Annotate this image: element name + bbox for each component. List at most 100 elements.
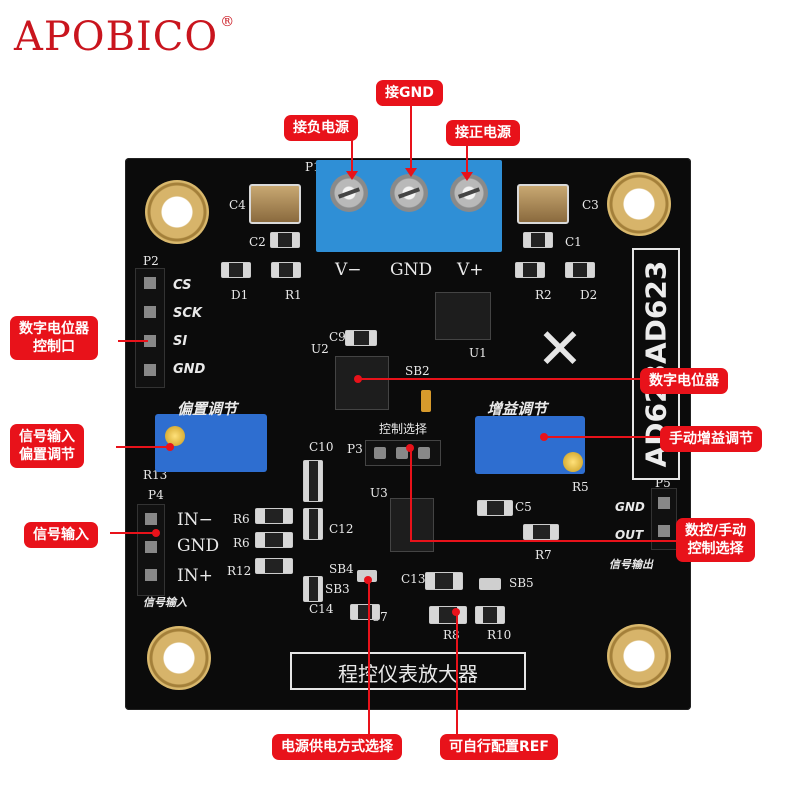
label-c12: C12 bbox=[329, 522, 354, 536]
header-p5 bbox=[651, 488, 677, 550]
smd-c13 bbox=[425, 572, 463, 590]
label-sb2: SB2 bbox=[405, 364, 430, 378]
chip-u3-ad623 bbox=[390, 498, 434, 552]
jumper-p3[interactable] bbox=[365, 440, 441, 466]
callout-manual-gain: 手动增益调节 bbox=[660, 426, 762, 452]
marker-dot-icon bbox=[364, 576, 372, 584]
header-pin bbox=[139, 272, 161, 294]
label-r10: R10 bbox=[487, 628, 512, 642]
label-sb3: SB3 bbox=[325, 582, 350, 596]
smd-c1 bbox=[523, 232, 553, 248]
marker-dot-icon bbox=[406, 444, 414, 452]
leader-line bbox=[546, 436, 660, 438]
board-title: 程控仪表放大器 bbox=[338, 662, 478, 686]
p2-pin-si: SI bbox=[173, 334, 188, 349]
terminal-screw bbox=[330, 174, 368, 212]
led-d1 bbox=[221, 262, 251, 278]
pot-knob-icon bbox=[563, 452, 583, 472]
pcb-board: P1 C4 C3 C2 C1 D1 R1 R2 D2 P2 C9 U2 SB2 … bbox=[125, 158, 691, 710]
label-r6b: R6 bbox=[233, 536, 250, 550]
label-gain-adjust: 增益调节 bbox=[487, 400, 548, 418]
side-chip-label: AD623AD623 bbox=[632, 248, 680, 480]
p5-pin-out: OUT bbox=[615, 528, 644, 542]
label-u1: U1 bbox=[469, 346, 487, 360]
smd-r10 bbox=[475, 606, 505, 624]
brand-logo: APOBICO® bbox=[14, 14, 235, 60]
smd-r12 bbox=[255, 558, 293, 574]
smd-r6a bbox=[255, 508, 293, 524]
header-pin bbox=[418, 447, 430, 459]
leader-line bbox=[466, 144, 468, 174]
label-sb4: SB4 bbox=[329, 562, 354, 576]
label-u3: U3 bbox=[370, 486, 388, 500]
header-pin bbox=[140, 564, 162, 586]
label-r2: R2 bbox=[535, 288, 552, 302]
smd-r8 bbox=[429, 606, 467, 624]
solder-bridge-sb2 bbox=[421, 390, 431, 412]
label-control-select: 控制选择 bbox=[379, 422, 428, 436]
label-p4: P4 bbox=[148, 488, 164, 502]
marker-dot-icon bbox=[452, 608, 460, 616]
label-d2: D2 bbox=[580, 288, 598, 302]
callout-bias: 信号输入 偏置调节 bbox=[10, 424, 84, 468]
label-p3: P3 bbox=[347, 442, 363, 456]
arrow-down-icon bbox=[461, 172, 473, 181]
leader-line bbox=[368, 580, 370, 734]
terminal-screw bbox=[390, 174, 428, 212]
brand-name: APOBICO bbox=[14, 14, 219, 60]
callout-line-1: 信号输入 bbox=[19, 429, 75, 445]
p2-pin-cs: CS bbox=[173, 278, 192, 293]
leader-line bbox=[116, 446, 168, 448]
terminal-label-gnd: GND bbox=[390, 260, 433, 280]
smd-r1 bbox=[271, 262, 301, 278]
header-p2 bbox=[135, 268, 165, 388]
smd-c5 bbox=[477, 500, 513, 516]
marker-dot-icon bbox=[354, 375, 362, 383]
header-pin bbox=[140, 536, 162, 558]
capacitor-c3 bbox=[517, 184, 569, 224]
leader-line bbox=[410, 104, 412, 170]
marker-dot-icon bbox=[152, 529, 160, 537]
leader-line bbox=[110, 532, 156, 534]
led-d2 bbox=[565, 262, 595, 278]
label-r12: R12 bbox=[227, 564, 252, 578]
smd-c10 bbox=[303, 460, 323, 502]
label-c3: C3 bbox=[582, 198, 599, 212]
arrow-down-icon bbox=[405, 168, 417, 177]
header-pin bbox=[374, 447, 386, 459]
callout-line-2: 控制选择 bbox=[687, 541, 744, 557]
weee-symbol-icon: ✕ bbox=[536, 317, 584, 382]
leader-line bbox=[456, 612, 458, 734]
mounting-hole bbox=[607, 172, 671, 236]
potentiometer-r5[interactable] bbox=[475, 416, 585, 474]
label-r8: R8 bbox=[443, 628, 460, 642]
callout-control-select: 数控/手动 控制选择 bbox=[676, 518, 756, 562]
capacitor-c4 bbox=[249, 184, 301, 224]
label-c1: C1 bbox=[565, 235, 582, 249]
p2-pin-gnd: GND bbox=[173, 362, 206, 377]
label-d1: D1 bbox=[231, 288, 249, 302]
label-signal-output: 信号输出 bbox=[609, 558, 653, 571]
p4-pin-gnd: GND bbox=[177, 536, 220, 556]
header-pin bbox=[139, 301, 161, 323]
smd-r2 bbox=[515, 262, 545, 278]
label-sb5: SB5 bbox=[509, 576, 534, 590]
potentiometer-r13[interactable] bbox=[155, 414, 267, 472]
smd-c2 bbox=[270, 232, 300, 248]
callout-neg-power: 接负电源 bbox=[284, 115, 358, 141]
smd-c7 bbox=[350, 604, 380, 620]
label-p2: P2 bbox=[143, 254, 159, 268]
label-c2: C2 bbox=[249, 235, 266, 249]
header-pin bbox=[396, 447, 408, 459]
label-c5: C5 bbox=[515, 500, 532, 514]
leader-line bbox=[410, 540, 676, 542]
solder-bridge-sb5 bbox=[479, 578, 501, 590]
arrow-down-icon bbox=[346, 171, 358, 180]
label-r1: R1 bbox=[285, 288, 302, 302]
label-c9: C9 bbox=[329, 330, 346, 344]
label-c10: C10 bbox=[309, 440, 334, 454]
callout-pos-power: 接正电源 bbox=[446, 120, 520, 146]
callout-line-2: 偏置调节 bbox=[19, 447, 75, 463]
label-c4: C4 bbox=[229, 198, 246, 212]
smd-c14 bbox=[303, 576, 323, 602]
